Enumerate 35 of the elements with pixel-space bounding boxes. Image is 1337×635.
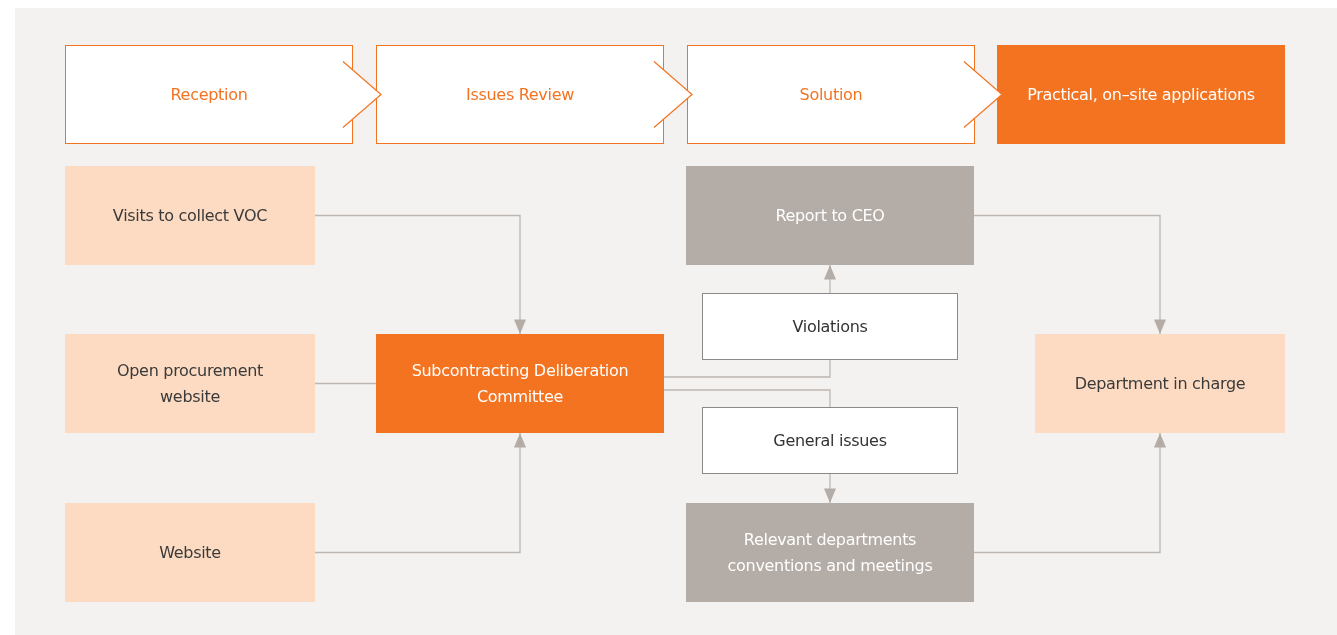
process-box — [65, 503, 315, 602]
box-label: Open procurement website — [115, 359, 264, 408]
box-label: Violations — [792, 315, 868, 338]
box-label: Solution — [799, 83, 863, 106]
connector-arrow — [973, 214, 1166, 335]
box-label: Practical, on–site applications — [1027, 83, 1255, 106]
step-box — [65, 45, 353, 144]
connector-arrow — [824, 473, 836, 504]
connector-arrow — [824, 264, 836, 294]
process-box — [686, 166, 974, 265]
box-label: Relevant departments conventions and meetings — [726, 528, 934, 577]
step-box — [687, 45, 975, 144]
box-label: Visits to collect VOC — [112, 204, 268, 227]
box-label: Subcontracting Deliberation Committee — [410, 359, 630, 408]
box-label: General issues — [773, 429, 887, 452]
box-label: Website — [159, 541, 221, 564]
box-label: Report to CEO — [775, 204, 885, 227]
process-box — [686, 503, 974, 602]
process-box — [702, 293, 958, 360]
chevron-arrow — [653, 60, 693, 129]
box-label: Reception — [170, 83, 248, 106]
box-label: Department in charge — [1074, 372, 1246, 395]
connector-arrow — [314, 432, 526, 554]
connector-arrow — [314, 214, 526, 335]
process-box — [1035, 334, 1285, 433]
step-box — [376, 45, 664, 144]
process-box — [65, 166, 315, 265]
step-box — [997, 45, 1285, 144]
connector-arrow — [973, 432, 1166, 554]
process-box — [376, 334, 664, 433]
process-box — [702, 407, 958, 474]
box-label: Issues Review — [466, 83, 574, 106]
process-box — [65, 334, 315, 433]
chevron-arrow — [963, 60, 1003, 129]
chevron-arrow — [342, 60, 382, 129]
